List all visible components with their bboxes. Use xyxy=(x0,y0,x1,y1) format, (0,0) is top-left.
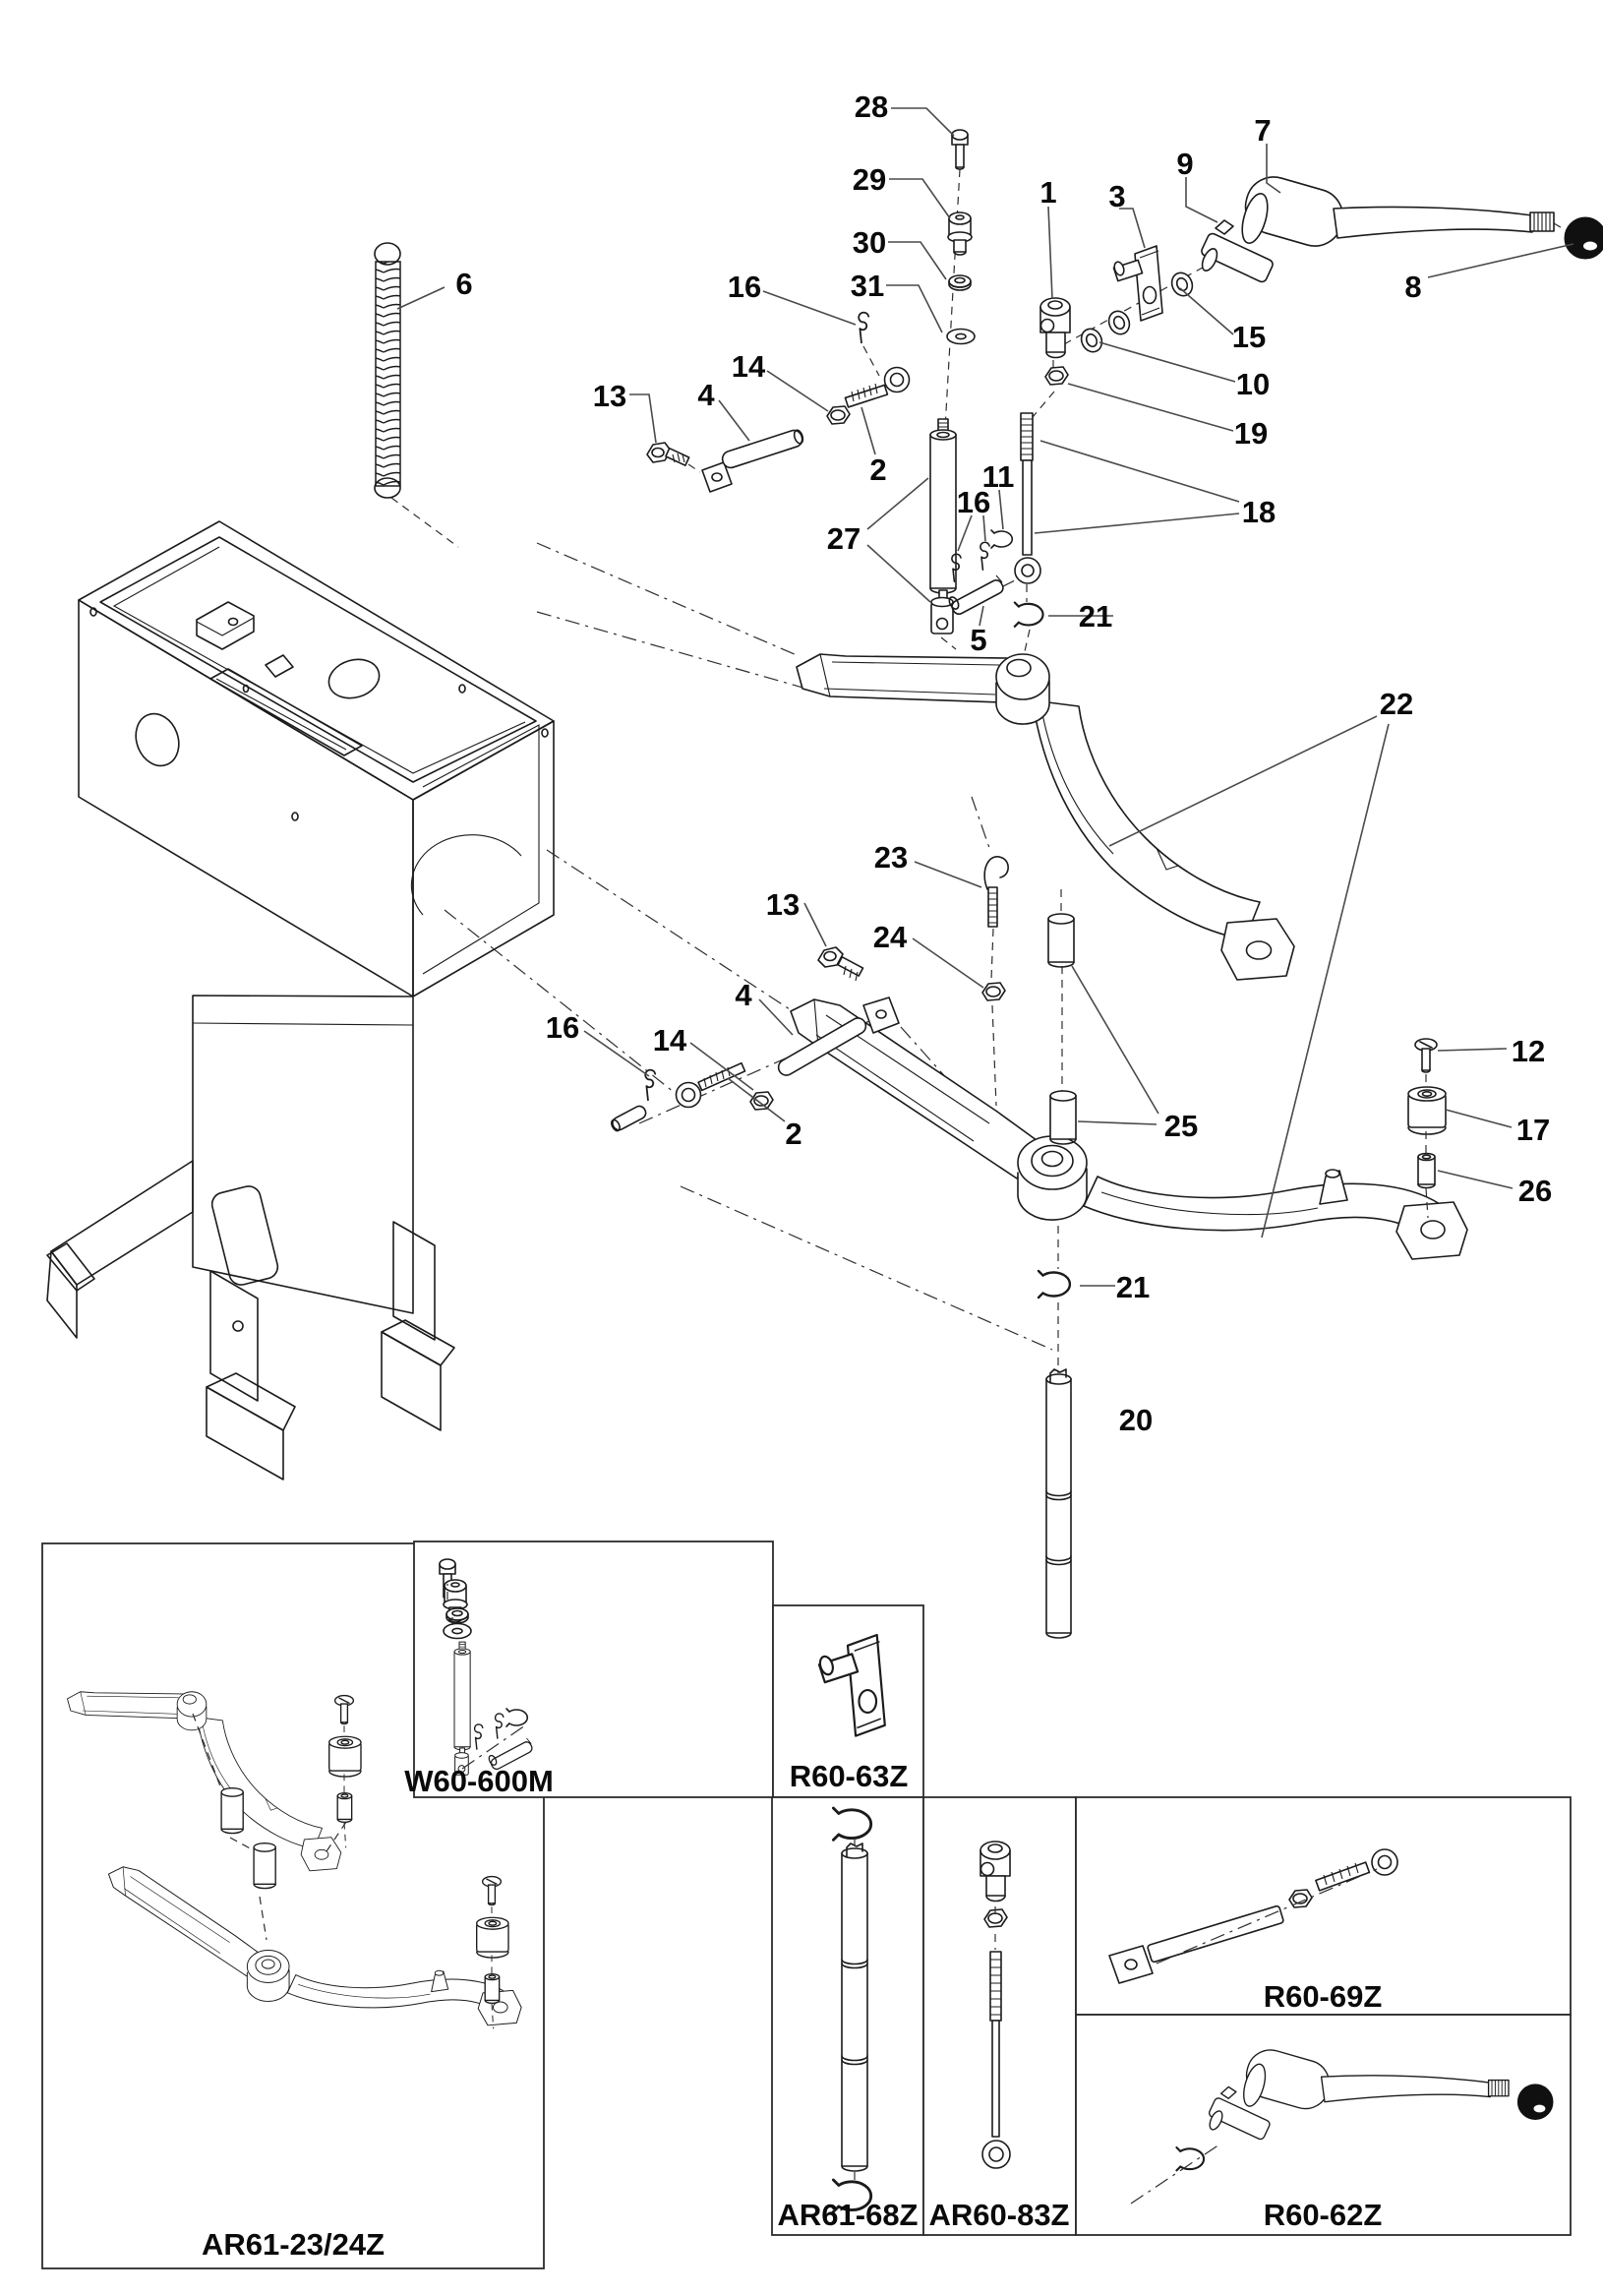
callout-19: 19 xyxy=(1234,416,1268,451)
callout-15: 15 xyxy=(1232,320,1266,354)
rod-18-group xyxy=(1013,412,1044,628)
panel-ar60-83z: AR60-83Z xyxy=(922,1796,1077,2236)
arm-lower xyxy=(790,998,1468,1260)
callout-8: 8 xyxy=(1404,270,1421,304)
panel-label-ar61-68z: AR61-68Z xyxy=(778,2198,919,2232)
callout-12: 12 xyxy=(1512,1034,1545,1068)
cotter-16a xyxy=(858,311,870,344)
callout-18: 18 xyxy=(1242,495,1276,529)
callout-2-lower: 2 xyxy=(785,1117,802,1151)
callout-14-upper: 14 xyxy=(732,349,766,384)
nut-24 xyxy=(981,982,1006,1001)
callout-31: 31 xyxy=(851,269,884,303)
callouts: 28 29 30 31 16 14 13 4 2 1 3 9 7 8 15 10… xyxy=(455,90,1552,1437)
turnbuckle-upper xyxy=(646,311,911,493)
callout-4-upper: 4 xyxy=(697,378,715,412)
callout-17: 17 xyxy=(1516,1113,1550,1147)
callout-14-lower: 14 xyxy=(653,1023,687,1057)
washer-10a xyxy=(1104,307,1134,338)
callout-13-lower: 13 xyxy=(766,887,800,922)
bracket-3 xyxy=(1111,245,1163,322)
leader-lines xyxy=(396,107,1574,1287)
cotter-16b2 xyxy=(980,541,990,572)
sleeve-25-upper xyxy=(1047,913,1075,968)
circlip-21-lower xyxy=(1037,1269,1072,1299)
callout-16-lower: 16 xyxy=(546,1010,579,1045)
callout-29: 29 xyxy=(853,162,886,197)
callout-11: 11 xyxy=(982,459,1015,494)
callout-1: 1 xyxy=(1039,175,1056,210)
callout-25: 25 xyxy=(1164,1109,1198,1143)
nut-19 xyxy=(1044,366,1069,386)
callout-4-lower: 4 xyxy=(735,978,752,1012)
callout-28: 28 xyxy=(855,90,888,124)
callout-26: 26 xyxy=(1518,1174,1552,1208)
arm-upper xyxy=(796,653,1295,981)
panel-ar61-68z: AR61-68Z xyxy=(771,1796,924,2236)
panel-w60-600m: W60-600M xyxy=(404,1541,774,1798)
callout-21-upper: 21 xyxy=(1079,599,1112,634)
nut-14a xyxy=(826,405,851,425)
hook-23-group xyxy=(981,856,1009,1001)
sleeve-25-lower xyxy=(1049,1090,1077,1145)
nut-29 xyxy=(947,211,973,256)
spring xyxy=(374,242,401,499)
panel-label-ar60-83z: AR60-83Z xyxy=(929,2198,1070,2232)
circlip-21-upper xyxy=(1013,601,1044,628)
callout-22: 22 xyxy=(1380,687,1413,721)
callout-21-lower: 21 xyxy=(1116,1270,1150,1304)
swivel-1 xyxy=(1039,297,1071,359)
nut-14b xyxy=(749,1091,774,1111)
panel-r60-63z: R60-63Z xyxy=(772,1604,924,1798)
panel-r60-62z: R60-62Z xyxy=(1075,2014,1572,2236)
callout-27: 27 xyxy=(827,521,861,556)
panel-label-r60-62z: R60-62Z xyxy=(1264,2198,1383,2232)
panel-label-w60-600m: W60-600M xyxy=(404,1764,554,1798)
callout-24: 24 xyxy=(873,920,908,954)
callout-9: 9 xyxy=(1176,147,1193,181)
callout-13-upper: 13 xyxy=(593,379,626,413)
cylinder-27 xyxy=(929,418,957,634)
callout-20: 20 xyxy=(1119,1403,1153,1437)
rod-20 xyxy=(1045,1368,1072,1639)
callout-16-upper: 16 xyxy=(728,270,761,304)
callout-23: 23 xyxy=(874,840,908,875)
washer-31 xyxy=(946,328,976,345)
washer-15 xyxy=(1167,269,1197,300)
panel-r60-69z: R60-69Z xyxy=(1075,1796,1572,2016)
callout-10: 10 xyxy=(1236,367,1270,401)
callout-3: 3 xyxy=(1108,179,1125,213)
callout-5: 5 xyxy=(970,623,986,657)
callout-7: 7 xyxy=(1254,113,1271,148)
callout-16-mid: 16 xyxy=(957,485,990,519)
callout-2-upper: 2 xyxy=(869,453,886,487)
turnbuckle-lower xyxy=(611,946,900,1132)
machine-base xyxy=(46,520,555,1480)
callout-30: 30 xyxy=(853,225,886,260)
washer-30 xyxy=(948,274,972,291)
panel-label-ar61-23-24z: AR61-23/24Z xyxy=(202,2227,385,2262)
callout-6: 6 xyxy=(455,267,472,301)
cylinder-27-group xyxy=(929,418,1014,634)
circlip-11 xyxy=(990,529,1014,549)
bolt-28 xyxy=(951,129,969,170)
panel-label-r60-69z: R60-69Z xyxy=(1264,1979,1383,2014)
handle-7 xyxy=(1198,169,1603,284)
column-12-17-26 xyxy=(1407,1038,1447,1219)
panel-label-r60-63z: R60-63Z xyxy=(790,1759,909,1793)
washer-10b xyxy=(1077,325,1106,356)
